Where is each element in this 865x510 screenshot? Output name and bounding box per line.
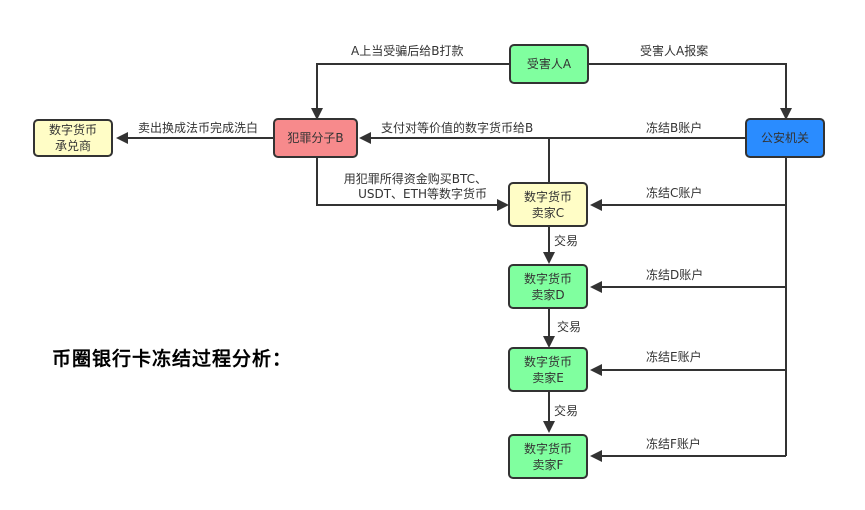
node-exchanger: 数字货币 承兑商 [33, 119, 113, 157]
arrowhead-left-icon [590, 450, 602, 462]
arrowhead-down-icon [543, 336, 555, 348]
node-criminal-b: 犯罪分子B [273, 118, 358, 158]
label-victim-to-criminal: A上当受骗后给B打款 [351, 44, 464, 58]
arrowhead-left-icon [590, 199, 602, 211]
arrowhead-left-icon [590, 364, 602, 376]
arrowhead-left-icon [590, 281, 602, 293]
label-criminal-to-c: 用犯罪所得资金购买BTC、 USDT、ETH等数字货币 [343, 172, 487, 201]
label-freeze-b: 冻结B账户 [646, 121, 703, 135]
arrowhead-down-icon [780, 108, 792, 120]
label-e-to-f: 交易 [554, 404, 579, 418]
label-freeze-d: 冻结D账户 [646, 268, 704, 282]
node-seller-f: 数字货币 卖家F [508, 434, 588, 479]
arrowhead-left-icon [359, 132, 371, 144]
node-seller-e: 数字货币 卖家E [508, 347, 588, 392]
label-victim-to-police: 受害人A报案 [640, 44, 709, 58]
edge-victim-to-criminal [316, 63, 510, 108]
edge-victim-to-police [588, 63, 787, 108]
label-freeze-e: 冻结E账户 [646, 350, 702, 364]
node-police: 公安机关 [745, 118, 825, 158]
label-c-to-d: 交易 [554, 234, 579, 248]
edge-criminal-to-c [316, 157, 497, 206]
node-victim-a: 受害人A [509, 44, 589, 84]
label-d-to-e: 交易 [557, 320, 582, 334]
node-seller-c: 数字货币 卖家C [508, 182, 588, 227]
arrowhead-down-icon [543, 252, 555, 264]
arrowhead-left-icon [116, 132, 128, 144]
label-criminal-to-exchanger: 卖出换成法币完成洗白 [138, 121, 259, 135]
page-title: 币圈银行卡冻结过程分析： [52, 348, 293, 370]
label-freeze-c: 冻结C账户 [646, 186, 703, 200]
label-freeze-f: 冻结F账户 [646, 437, 701, 451]
arrowhead-down-icon [543, 421, 555, 433]
node-seller-d: 数字货币 卖家D [508, 264, 588, 309]
label-c-to-criminal: 支付对等价值的数字货币给B [381, 121, 534, 135]
arrowhead-down-icon [311, 108, 323, 120]
arrowhead-right-icon [497, 199, 509, 211]
